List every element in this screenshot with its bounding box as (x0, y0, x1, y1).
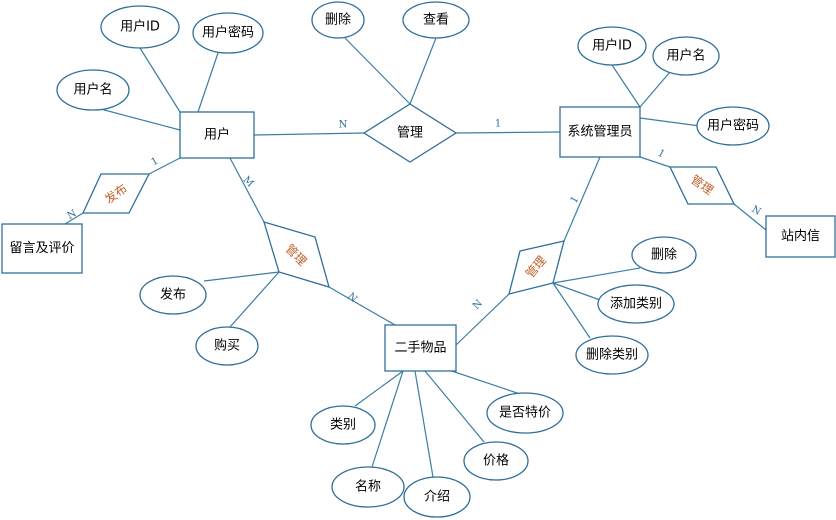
connector-line (229, 271, 280, 328)
attribute-label: 介绍 (424, 490, 450, 505)
connector-line (563, 156, 601, 242)
relationship-publish_rel[interactable]: 发布 (81, 173, 151, 214)
attribute-user_id[interactable]: 用户ID (100, 5, 180, 49)
attribute-label: 名称 (355, 479, 381, 495)
attribute-label: 类别 (330, 418, 356, 433)
attribute-price[interactable]: 价格 (463, 441, 529, 481)
cardinality-label: 1 (569, 194, 582, 205)
attribute-add_cat[interactable]: 添加类别 (597, 284, 675, 324)
connector-line (733, 203, 767, 231)
connector-line (203, 271, 280, 282)
attribute-r_delete[interactable]: 删除 (631, 236, 697, 274)
entity-label: 用户 (204, 127, 230, 143)
connector-line (639, 71, 671, 108)
attribute-label: 删除 (651, 248, 677, 263)
attribute-label: 添加类别 (610, 297, 662, 312)
relationship-manage_top[interactable]: 管理 (362, 103, 458, 163)
attribute-user_pwd[interactable]: 用户密码 (192, 12, 264, 54)
attribute-m_view[interactable]: 查看 (402, 1, 470, 39)
relationship-manage_left[interactable]: 管理 (263, 221, 330, 288)
entity-item[interactable]: 二手物品 (384, 324, 457, 372)
cardinality-label: 1 (655, 148, 666, 161)
connector-line (229, 157, 265, 223)
connector-line (552, 267, 641, 284)
connector-line (552, 282, 591, 339)
attribute-label: 用户密码 (202, 25, 254, 41)
attribute-label: 用户ID (592, 38, 632, 54)
connector-line (371, 370, 404, 468)
attribute-label: 购买 (214, 338, 240, 354)
entity-label: 系统管理员 (567, 125, 632, 140)
relationship-manage_right[interactable]: 管理 (508, 240, 565, 295)
entity-comment[interactable]: 留言及评价 (1, 223, 83, 274)
attribute-special[interactable]: 是否特价 (486, 392, 564, 434)
connector-line (639, 117, 701, 127)
cardinality-label: 1 (149, 156, 160, 169)
attribute-label: 用户ID (120, 19, 160, 35)
attribute-label: 用户名 (666, 48, 705, 64)
connector-line (639, 156, 671, 168)
connector-line (611, 64, 641, 108)
connector-line (148, 157, 181, 175)
cardinality-label: N (65, 208, 78, 222)
attribute-intro[interactable]: 介绍 (403, 476, 471, 518)
cardinality-label: M (240, 174, 255, 189)
attribute-category[interactable]: 类别 (310, 405, 376, 445)
cardinality-label: N (471, 298, 485, 312)
attribute-m_delete[interactable]: 删除 (311, 1, 365, 39)
attribute-label: 删除 (325, 13, 351, 28)
connector-line (328, 286, 396, 326)
connector-line (455, 293, 510, 346)
attribute-label: 是否特价 (499, 406, 551, 421)
cardinality-label: 1 (495, 119, 501, 130)
attribute-label: 发布 (160, 287, 186, 303)
entity-label: 站内信 (781, 228, 820, 244)
relationship-manage_msg[interactable]: 管理 (668, 166, 736, 205)
connector-line (96, 107, 181, 131)
connector-line (414, 370, 434, 478)
connector-line (253, 132, 365, 136)
attribute-del_cat[interactable]: 删除类别 (575, 335, 649, 375)
entity-message[interactable]: 站内信 (765, 215, 836, 258)
attribute-admin_pwd[interactable]: 用户密码 (696, 106, 770, 146)
entity-label: 留言及评价 (9, 241, 74, 256)
attribute-admin_id[interactable]: 用户ID (577, 26, 647, 66)
connector-line (139, 47, 181, 113)
attribute-label: 删除类别 (586, 348, 638, 363)
attribute-user_name[interactable]: 用户名 (56, 69, 130, 111)
connector-line (552, 282, 601, 301)
cardinality-label: N (749, 204, 762, 218)
attribute-label: 查看 (423, 12, 449, 28)
entity-admin[interactable]: 系统管理员 (559, 106, 641, 158)
connector-line (424, 370, 485, 443)
connector-line (409, 37, 437, 105)
attribute-admin_name[interactable]: 用户名 (652, 36, 720, 76)
connector-line (197, 52, 219, 113)
relationship-label: 管理 (397, 126, 423, 141)
connector-line (455, 131, 561, 134)
connector-line (64, 212, 84, 225)
attribute-label: 价格 (483, 453, 509, 469)
attribute-name[interactable]: 名称 (331, 466, 405, 508)
attribute-publish[interactable]: 发布 (139, 275, 207, 315)
connector-line (354, 370, 404, 407)
entity-user[interactable]: 用户 (179, 111, 255, 159)
attribute-buy[interactable]: 购买 (195, 326, 259, 366)
connector-line (344, 37, 411, 105)
cardinality-label: N (339, 120, 348, 131)
entity-label: 二手物品 (394, 341, 446, 356)
attribute-label: 用户名 (73, 82, 112, 98)
attribute-label: 用户密码 (707, 118, 759, 134)
